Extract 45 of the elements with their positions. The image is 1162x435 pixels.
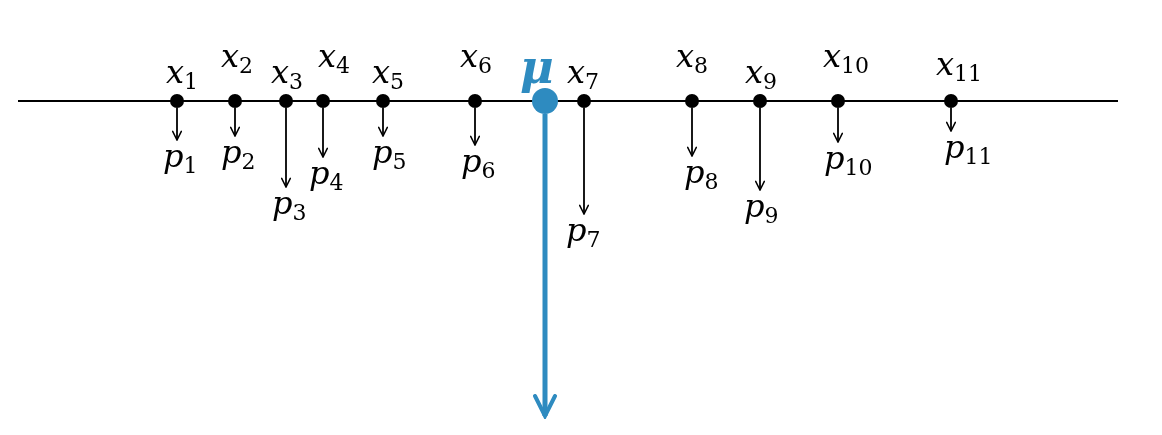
probability-label: p$_{10}$	[824, 142, 873, 174]
arrow	[317, 107, 329, 158]
point-dot	[376, 94, 390, 108]
arrow	[280, 107, 292, 188]
point-dot	[577, 94, 591, 108]
probability-label: p$_{6}$	[461, 145, 496, 177]
probability-label: p$_{5}$	[372, 136, 407, 168]
point-dot	[228, 94, 242, 108]
point-label: x$_{7}$	[567, 56, 600, 88]
point-label: x$_{2}$	[221, 40, 254, 72]
arrow	[832, 107, 844, 143]
point-dot	[753, 94, 767, 108]
probability-label: p$_{8}$	[684, 156, 719, 188]
point-dot	[685, 94, 699, 108]
point-dot	[316, 94, 330, 108]
point-dot	[170, 94, 184, 108]
point-label: x$_{6}$	[460, 40, 493, 72]
point-label: x$_{9}$	[745, 56, 778, 88]
point-label: x$_{8}$	[676, 40, 709, 72]
point-label: x$_{1}$	[166, 56, 199, 88]
point-dot	[831, 94, 845, 108]
probability-label: p$_{3}$	[272, 187, 307, 219]
arrow	[533, 114, 557, 418]
arrow	[945, 107, 957, 132]
arrow	[686, 107, 698, 157]
probability-label: p$_{7}$	[566, 214, 601, 246]
point-dot	[468, 94, 482, 108]
arrow	[377, 107, 389, 137]
arrow	[469, 107, 481, 146]
point-label: x$_{4}$	[318, 40, 351, 72]
point-dot	[944, 94, 958, 108]
arrow	[171, 107, 183, 141]
arrow	[229, 107, 241, 137]
point-dot	[279, 94, 293, 108]
probability-label: p$_{9}$	[744, 190, 779, 222]
arrow	[754, 107, 766, 191]
point-label: x$_{3}$	[271, 56, 304, 88]
point-label: x$_{10}$	[823, 40, 870, 72]
probability-label: p$_{11}$	[944, 131, 993, 163]
probability-label: p$_{1}$	[163, 140, 198, 172]
point-label: x$_{11}$	[936, 48, 983, 80]
probability-label: p$_{4}$	[309, 157, 344, 189]
point-label: x$_{5}$	[372, 56, 405, 88]
probability-label: p$_{2}$	[221, 136, 256, 168]
arrow	[578, 107, 590, 215]
